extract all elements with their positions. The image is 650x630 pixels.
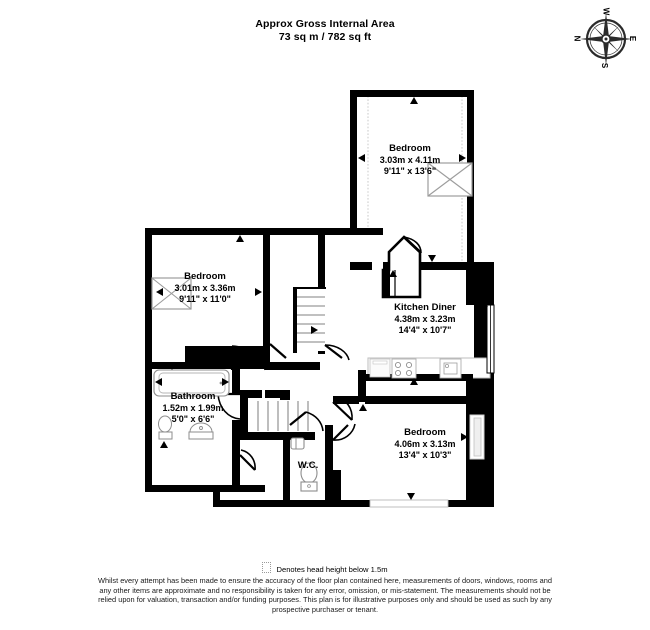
- compass-icon: [580, 13, 632, 65]
- kitchen-units: [365, 357, 491, 381]
- floor-plan: [145, 90, 495, 508]
- room-label-wc: W.C.: [297, 460, 319, 471]
- roof-window-top-bedroom: [427, 162, 473, 197]
- head-height-legend-text: Denotes head height below 1.5m: [276, 565, 388, 574]
- compass-rose: N E S W: [572, 8, 637, 70]
- plan-header: Approx Gross Internal Area 73 sq m / 782…: [0, 18, 650, 44]
- plan-area: 73 sq m / 782 sq ft: [278, 31, 372, 43]
- windows: [369, 304, 495, 508]
- wc-fixtures: [290, 437, 318, 492]
- staircase-lower: [248, 400, 314, 432]
- head-height-legend: Denotes head height below 1.5m: [0, 562, 650, 574]
- room-label-kitchen-diner: Kitchen Diner 4.38m x 3.23m 14'4" x 10'7…: [394, 302, 456, 335]
- plan-title: Approx Gross Internal Area: [255, 18, 395, 30]
- room-label-bedroom-bottom: Bedroom 4.06m x 3.13m 13'4" x 10'3": [394, 427, 456, 460]
- kitchen-alcove: [381, 235, 422, 299]
- bathroom-fixtures: [153, 369, 230, 440]
- dimension-arrows: [155, 97, 488, 500]
- staircase-upper: [293, 287, 326, 353]
- room-label-bedroom-top: Bedroom 3.03m x 4.11m 9'11" x 13'6": [379, 143, 441, 176]
- head-height-swatch-icon: [262, 562, 272, 573]
- disclaimer-text: Whilst every attempt has been made to en…: [98, 576, 552, 614]
- door-swings: [217, 343, 356, 471]
- floor-plan-drawing: [145, 90, 495, 508]
- room-label-bathroom: Bathroom 1.52m x 1.99m 5'0" x 6'6": [162, 391, 224, 424]
- room-label-bedroom-left: Bedroom 3.01m x 3.36m 9'11" x 11'0": [174, 271, 236, 304]
- roof-window-left-bedroom: [151, 277, 192, 310]
